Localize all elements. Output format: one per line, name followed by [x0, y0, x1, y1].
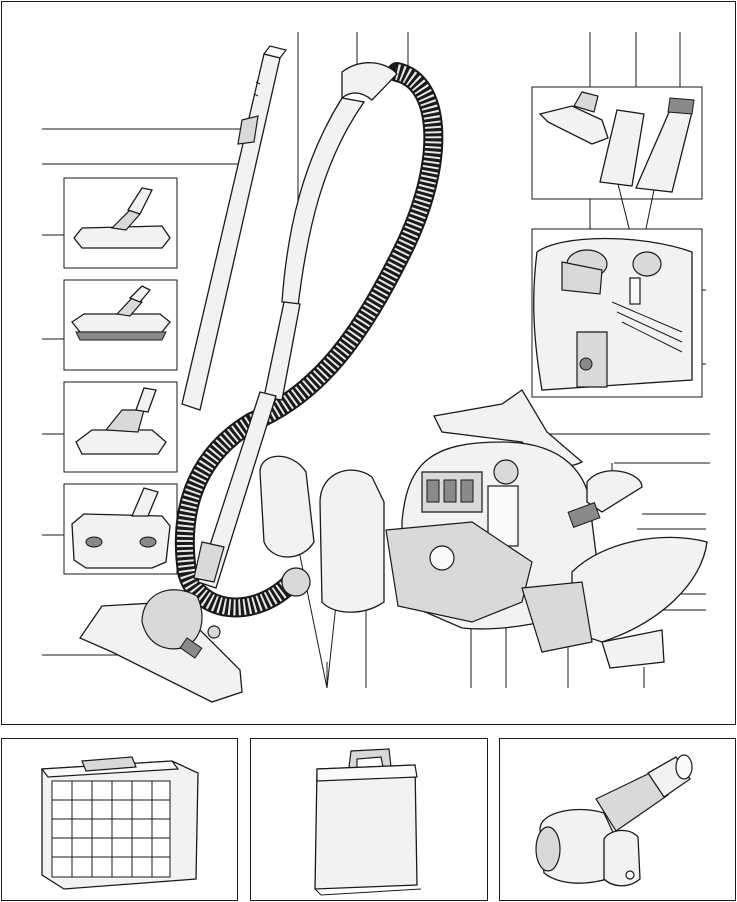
accessory-exhaust-filter — [1, 738, 238, 901]
upholstery-nozzle-box — [63, 483, 178, 575]
hepa-filter-icon — [40, 756, 199, 890]
tube-slider-icon — [237, 115, 259, 145]
hose-grip-icon — [341, 62, 398, 101]
upholstery-nozzle-icon — [71, 513, 171, 569]
hard-floor-nozzle-icon — [71, 313, 171, 333]
filter-cartridge-icon — [521, 581, 593, 653]
cord-rewind-icon — [259, 455, 315, 558]
container-base-icon — [601, 629, 665, 669]
carry-handle-icon — [586, 470, 643, 513]
telescopic-tube — [181, 45, 288, 411]
filter-slots — [426, 479, 474, 503]
machine-detail-box — [531, 228, 703, 398]
switchable-nozzle-icon — [75, 429, 167, 455]
filter-grid — [51, 780, 171, 878]
parquet-nozzle-box — [63, 177, 178, 269]
upholstery-tool-icon — [538, 105, 609, 145]
cyclone-unit-icon — [571, 536, 708, 643]
power-dial-icon — [579, 357, 593, 371]
vacuum-body — [259, 389, 708, 669]
floor-nozzle — [79, 589, 243, 703]
dust-bag-icon — [314, 748, 422, 896]
bag-compartment-icon — [385, 521, 533, 623]
floor-nozzle-icon — [79, 601, 243, 703]
indicator-icon — [493, 459, 519, 485]
switchable-nozzle-box — [63, 381, 178, 473]
vacuum-cleaner-diagram — [42, 32, 710, 703]
parquet-nozzle-icon — [73, 225, 171, 249]
accessory-turbo-brush — [499, 738, 736, 901]
release-button-icon — [567, 502, 601, 528]
accessory-tools-box — [531, 86, 703, 249]
turbo-brush-icon — [535, 754, 693, 887]
hose-assembly — [174, 62, 444, 618]
hard-floor-nozzle-box — [63, 279, 178, 371]
accessory-dust-bag — [250, 738, 488, 901]
main-diagram-frame — [1, 1, 736, 725]
cord-cover-icon — [319, 469, 385, 613]
crevice-tool-icon — [599, 109, 645, 187]
